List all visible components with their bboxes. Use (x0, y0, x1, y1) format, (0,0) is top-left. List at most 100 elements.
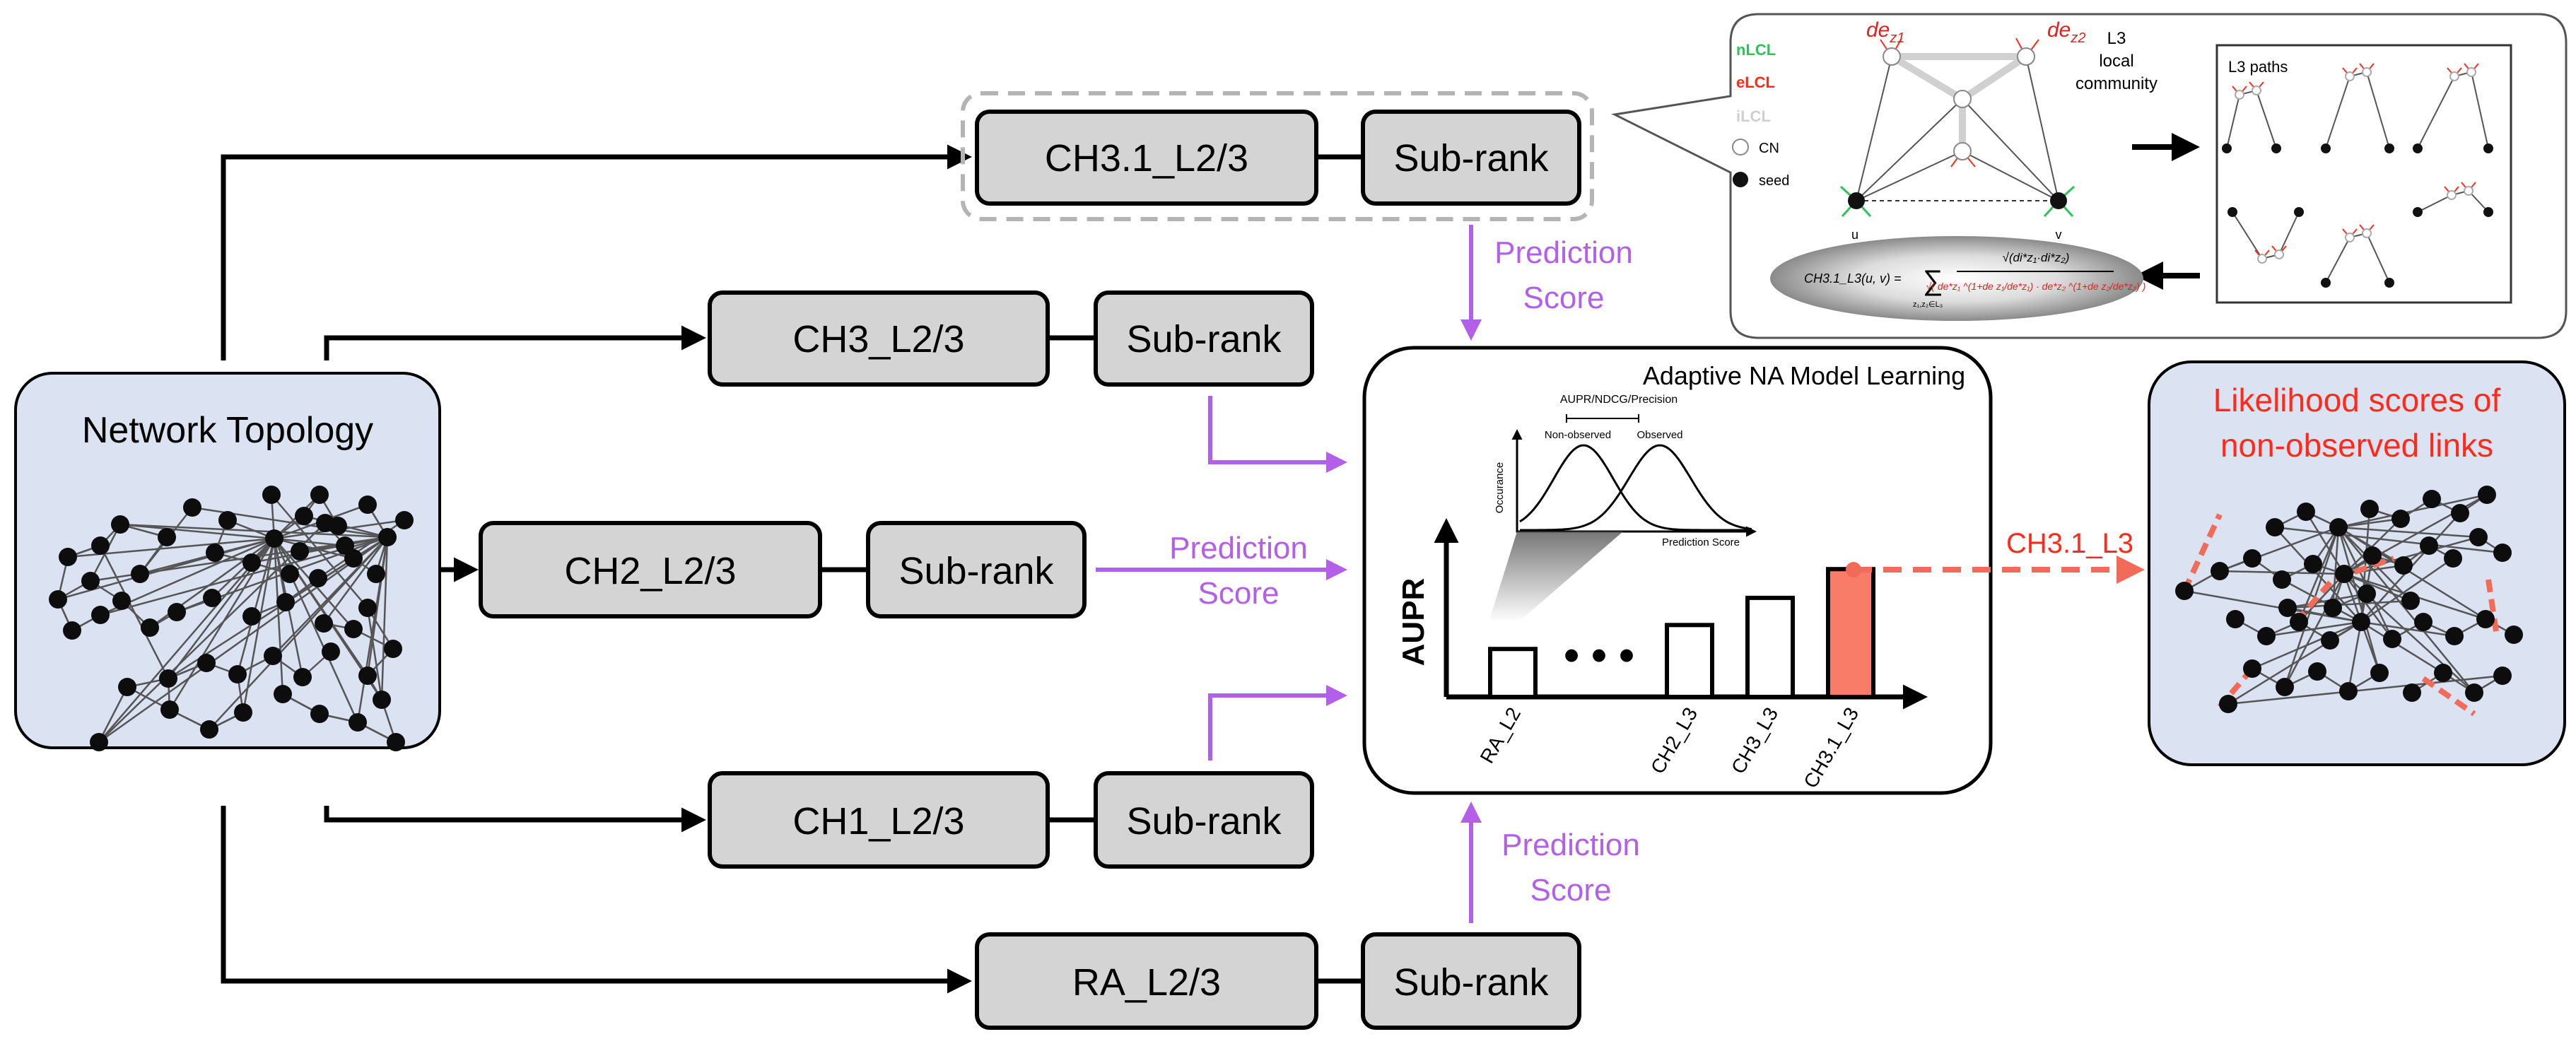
graph-node (2493, 544, 2512, 562)
cn-node (2252, 86, 2261, 95)
legend-elcl: eLCL (1736, 74, 1775, 91)
l3-path-edge (2278, 211, 2300, 255)
network-topology-title: Network Topology (82, 410, 373, 451)
graph-node (228, 665, 247, 683)
bar-ch3-l3 (1745, 595, 1795, 699)
graph-node (2478, 486, 2496, 504)
graph-edge (2287, 606, 2362, 623)
method-ch2: CH2_L2/3 Sub-rank (479, 521, 1087, 618)
graph-node (91, 606, 110, 624)
graph-node (2243, 659, 2261, 678)
graph-node (358, 495, 377, 514)
prediction-score-axis-label: Prediction Score (1662, 536, 1740, 548)
ch31-label: CH3.1_L2/3 (1045, 137, 1248, 180)
ch3-subrank: Sub-rank (1126, 318, 1282, 360)
graph-node (2266, 518, 2284, 536)
graph-node (2211, 562, 2229, 580)
graph-edge (2298, 573, 2345, 623)
purple-arrow-from-ch1 (1208, 685, 1347, 761)
de-z2-label: de (2047, 18, 2071, 42)
seed-node (2321, 143, 2331, 153)
graph-node (2383, 630, 2401, 648)
graph-node (293, 668, 312, 686)
seed-node-u (1848, 192, 1865, 209)
graph-node (2273, 570, 2291, 589)
graph-edge (98, 536, 388, 744)
graph-node (2363, 546, 2382, 565)
seed-node (2483, 207, 2493, 217)
mid-prediction-label: Prediction (1169, 531, 1308, 565)
prediction-score-arrows (1096, 225, 1482, 923)
method-ch3: CH3_L2/3 Sub-rank (708, 290, 1314, 387)
legend-seed: seed (1759, 173, 1789, 189)
graph-node (315, 614, 333, 633)
graph-edge (2227, 674, 2503, 705)
cn-node (2447, 190, 2457, 200)
graph-node (242, 553, 261, 572)
graph-node (395, 511, 414, 529)
bottom-score-label: Score (1530, 873, 1612, 908)
graph-node (2476, 610, 2495, 628)
seed-node (2271, 143, 2281, 153)
graph-node (63, 621, 81, 640)
seed-node (2227, 207, 2237, 217)
graph-node (309, 569, 327, 587)
graph-node (118, 678, 136, 696)
graph-node (91, 536, 110, 555)
graph-edge (119, 523, 275, 540)
l3-path-edge (2232, 211, 2263, 259)
seed-node (2413, 143, 2423, 153)
selected-model-dot (1846, 562, 1861, 577)
score-distribution-inset: AUPR/NDCG/Precision Non-observed Observe… (1494, 394, 1757, 548)
graph-node (2423, 490, 2441, 508)
graph-edge (2338, 493, 2488, 529)
l3-callout: nLCL eLCL iLCL CN seed (1611, 13, 2568, 339)
graph-node (2304, 555, 2322, 573)
graph-node (168, 603, 186, 621)
graph-node (81, 572, 100, 590)
graph-edge (236, 538, 276, 675)
graph-edge (380, 536, 389, 700)
graph-edge (273, 538, 284, 695)
cn-node (2449, 71, 2459, 81)
l3-community-graph: u v dez1 dez2 (1839, 18, 2086, 242)
svg-text:dez1: dez1 (1866, 18, 1905, 46)
graph-edge (322, 536, 389, 624)
graph-edge (209, 536, 388, 730)
adaptive-learning-panel: Adaptive NA Model Learning AUPR/NDCG/Pre… (1362, 346, 1993, 795)
graph-node (197, 654, 216, 672)
graph-node (265, 529, 283, 548)
l3-title-line1: L3 (2107, 29, 2126, 48)
graph-node (344, 620, 363, 638)
graph-node (2308, 662, 2326, 681)
graph-edge (2347, 621, 2363, 692)
graph-node (141, 618, 159, 637)
de-z2-sub: z2 (2070, 30, 2085, 46)
seed-node (2384, 143, 2394, 153)
l3-path-edge (2366, 71, 2390, 149)
arrow-to-ra (221, 806, 972, 994)
l3-paths-box: L3 paths (2215, 44, 2512, 304)
graph-node (2465, 683, 2483, 702)
graph-node (322, 642, 340, 661)
seed-node (2222, 143, 2232, 153)
graph-node (90, 733, 108, 751)
graph-node (2370, 664, 2389, 682)
purple-arrow-from-ch3 (1208, 396, 1347, 473)
graph-node (2276, 678, 2294, 696)
l3-path-edge (2325, 76, 2350, 149)
predicted-link (2421, 676, 2476, 717)
graph-edge (271, 494, 368, 609)
graph-node (310, 486, 329, 504)
ch1-subrank: Sub-rank (1126, 800, 1282, 843)
cn-node (2362, 67, 2372, 77)
l3-paths-title: L3 paths (2228, 58, 2288, 76)
graph-node (2175, 582, 2194, 600)
formula-lhs: CH3.1_L3(u, v) = (1804, 271, 1902, 286)
cn-node (2345, 233, 2355, 242)
graph-edge (366, 607, 383, 700)
graph-node (358, 667, 377, 685)
seed-node (2384, 278, 2394, 288)
graph-node (373, 691, 391, 709)
graph-edge (2287, 599, 2411, 609)
